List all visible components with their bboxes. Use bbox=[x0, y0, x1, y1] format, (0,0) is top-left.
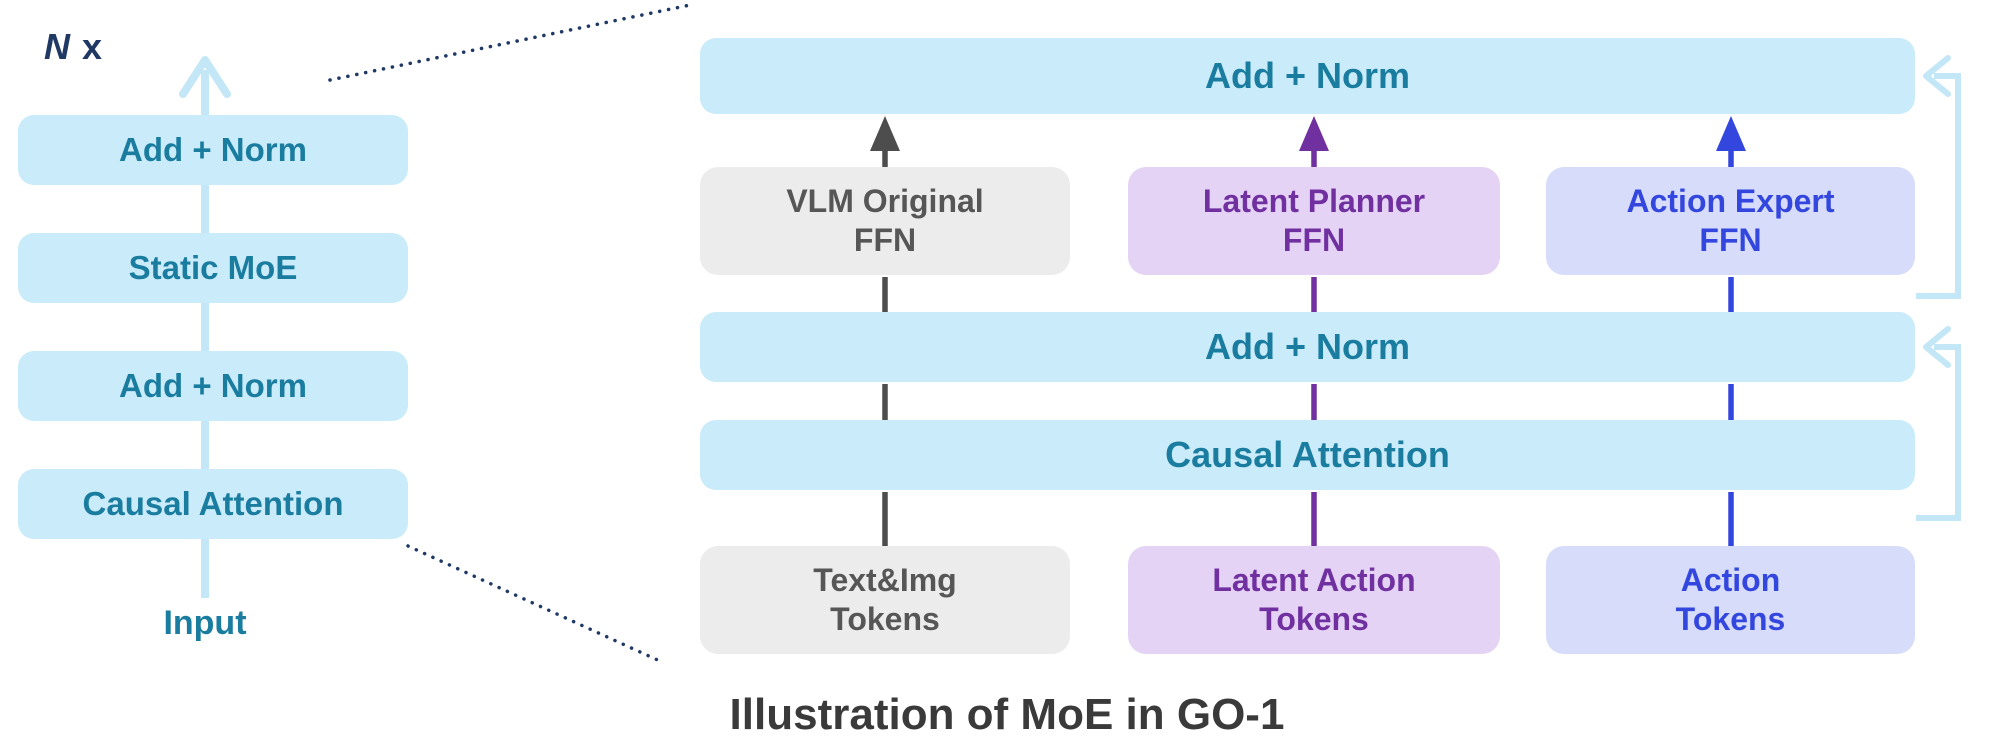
expert-vlm-original-ffn: VLM Original FFN bbox=[700, 167, 1070, 275]
input-label: Input bbox=[163, 604, 247, 642]
residual-mid-arrowhead-icon bbox=[1923, 326, 1951, 368]
left-block-add-norm-top-label: Add + Norm bbox=[119, 130, 307, 168]
repeat-count-x: x bbox=[82, 26, 103, 67]
expert-latent-planner-ffn: Latent Planner FFN bbox=[1128, 167, 1500, 275]
latent-arrowhead-icon bbox=[1299, 116, 1329, 151]
tokens-text-img-label: Text&Img Tokens bbox=[813, 561, 957, 637]
right-bar-add-norm-mid-label: Add + Norm bbox=[1204, 326, 1410, 368]
left-block-causal-attention-label: Causal Attention bbox=[82, 484, 344, 522]
vlm-arrowhead-icon bbox=[870, 116, 900, 151]
dotted-connector-bottom bbox=[406, 544, 664, 664]
residual-top-arrowhead-icon bbox=[1923, 55, 1951, 97]
dotted-connector-top bbox=[328, 3, 692, 82]
residual-line-mid bbox=[1916, 344, 1961, 521]
left-block-static-moe-label: Static MoE bbox=[128, 248, 298, 286]
diagram-caption: Illustration of MoE in GO-1 bbox=[729, 690, 1285, 739]
expert-action-expert-ffn-label: Action Expert FFN bbox=[1626, 182, 1835, 258]
expert-vlm-original-ffn-label: VLM Original FFN bbox=[786, 182, 984, 258]
residual-line-top bbox=[1916, 73, 1961, 299]
right-bar-causal-attention: Causal Attention bbox=[700, 420, 1915, 490]
right-bar-add-norm-top: Add + Norm bbox=[700, 38, 1915, 114]
right-bar-causal-attention-label: Causal Attention bbox=[1165, 434, 1450, 476]
tokens-action-label: Action Tokens bbox=[1675, 561, 1786, 637]
left-flow-arrowhead-icon bbox=[179, 56, 231, 98]
left-block-causal-attention: Causal Attention bbox=[18, 469, 408, 539]
right-bar-add-norm-top-label: Add + Norm bbox=[1204, 55, 1410, 97]
tokens-text-img: Text&Img Tokens bbox=[700, 546, 1070, 654]
left-block-add-norm-bottom: Add + Norm bbox=[18, 351, 408, 421]
left-block-add-norm-bottom-label: Add + Norm bbox=[119, 366, 307, 404]
expert-action-expert-ffn: Action Expert FFN bbox=[1546, 167, 1915, 275]
tokens-action: Action Tokens bbox=[1546, 546, 1915, 654]
left-block-add-norm-top: Add + Norm bbox=[18, 115, 408, 185]
tokens-latent-action: Latent Action Tokens bbox=[1128, 546, 1500, 654]
left-block-static-moe: Static MoE bbox=[18, 233, 408, 303]
right-bar-add-norm-mid: Add + Norm bbox=[700, 312, 1915, 382]
action-arrowhead-icon bbox=[1716, 116, 1746, 151]
repeat-count-n: N bbox=[44, 26, 70, 67]
expert-latent-planner-ffn-label: Latent Planner FFN bbox=[1202, 182, 1426, 258]
tokens-latent-action-label: Latent Action Tokens bbox=[1212, 561, 1416, 637]
